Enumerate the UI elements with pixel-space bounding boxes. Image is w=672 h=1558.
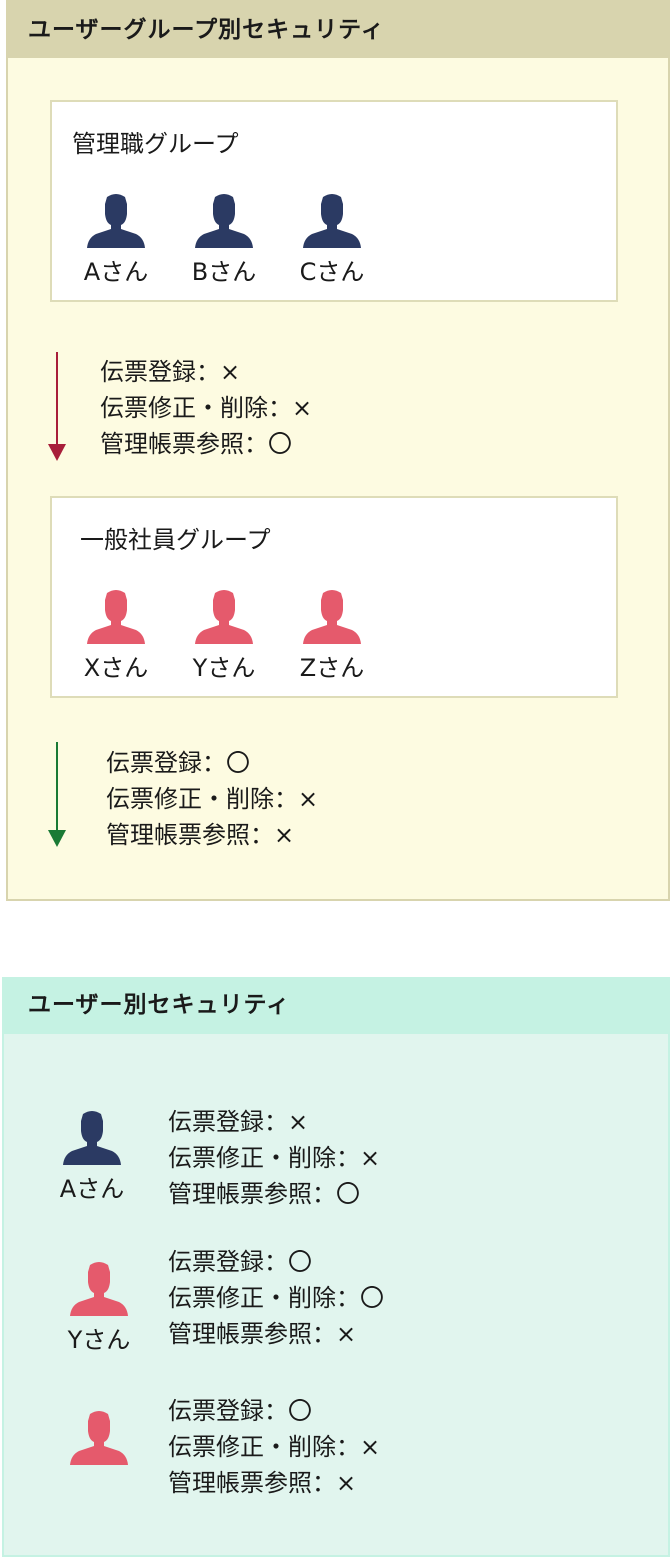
arrow-down-icon <box>48 830 66 847</box>
permission-line: 伝票修正・削除：× <box>100 394 313 422</box>
permission-line: 伝票登録：〇 <box>168 1397 312 1425</box>
permission-line: 伝票修正・削除：× <box>106 785 319 813</box>
employee-group-title: 一般社員グループ <box>80 526 271 554</box>
manager-permission-list: 伝票登録：× 伝票修正・削除：× 管理帳票参照：〇 <box>100 354 312 462</box>
manager-group-box: 管理職グループ Aさん Bさん Cさん <box>50 100 618 302</box>
manager-group-title: 管理職グループ <box>72 130 239 158</box>
member-name: Yさん <box>192 654 256 682</box>
permission-line: 管理帳票参照：× <box>106 821 295 849</box>
permission-line: 管理帳票参照：〇 <box>100 430 292 458</box>
member-name: Cさん <box>299 258 365 286</box>
permission-line: 伝票修正・削除：〇 <box>168 1284 384 1312</box>
permission-line: 伝票登録：× <box>100 358 241 386</box>
employee-permission-list: 伝票登録：〇 伝票修正・削除：× 管理帳票参照：× <box>106 745 318 853</box>
permission-line: 伝票登録：〇 <box>168 1248 312 1276</box>
group-security-title: ユーザーグループ別セキュリティ <box>8 2 668 58</box>
person-icon <box>195 192 253 248</box>
user-unlabeled-permission-list: 伝票登録：〇 伝票修正・削除：× 管理帳票参照：× <box>168 1393 380 1501</box>
member-name: Zさん <box>299 654 365 682</box>
arrow-down-icon <box>48 444 66 461</box>
member-name: Bさん <box>191 258 257 286</box>
permission-line: 管理帳票参照：〇 <box>168 1180 360 1208</box>
user-name: Aさん <box>59 1175 125 1203</box>
member-name: Aさん <box>83 258 149 286</box>
person-icon <box>87 588 145 644</box>
person-icon <box>303 192 361 248</box>
group-security-panel: ユーザーグループ別セキュリティ 管理職グループ Aさん Bさん Cさん 伝票登録… <box>6 0 670 901</box>
person-icon <box>70 1260 128 1316</box>
user-security-panel: ユーザー別セキュリティ Aさん 伝票登録：× 伝票修正・削除：× 管理帳票参照：… <box>2 977 670 1557</box>
user-y-permission-list: 伝票登録：〇 伝票修正・削除：〇 管理帳票参照：× <box>168 1244 384 1352</box>
user-name: Yさん <box>67 1326 131 1354</box>
permission-line: 伝票登録：× <box>168 1108 309 1136</box>
member-name: Xさん <box>83 654 149 682</box>
permission-line: 伝票修正・削除：× <box>168 1433 381 1461</box>
permission-line: 管理帳票参照：× <box>168 1320 357 1348</box>
person-icon <box>195 588 253 644</box>
employee-group-box: 一般社員グループ Xさん Yさん Zさん <box>50 496 618 698</box>
user-security-title: ユーザー別セキュリティ <box>4 979 668 1034</box>
permission-line: 管理帳票参照：× <box>168 1469 357 1497</box>
person-icon <box>303 588 361 644</box>
person-icon <box>87 192 145 248</box>
user-a-permission-list: 伝票登録：× 伝票修正・削除：× 管理帳票参照：〇 <box>168 1104 380 1212</box>
permission-line: 伝票修正・削除：× <box>168 1144 381 1172</box>
person-icon <box>70 1409 128 1465</box>
permission-line: 伝票登録：〇 <box>106 749 250 777</box>
person-icon <box>63 1109 121 1165</box>
employee-permission-arrow <box>47 742 67 852</box>
manager-permission-arrow <box>47 352 67 462</box>
